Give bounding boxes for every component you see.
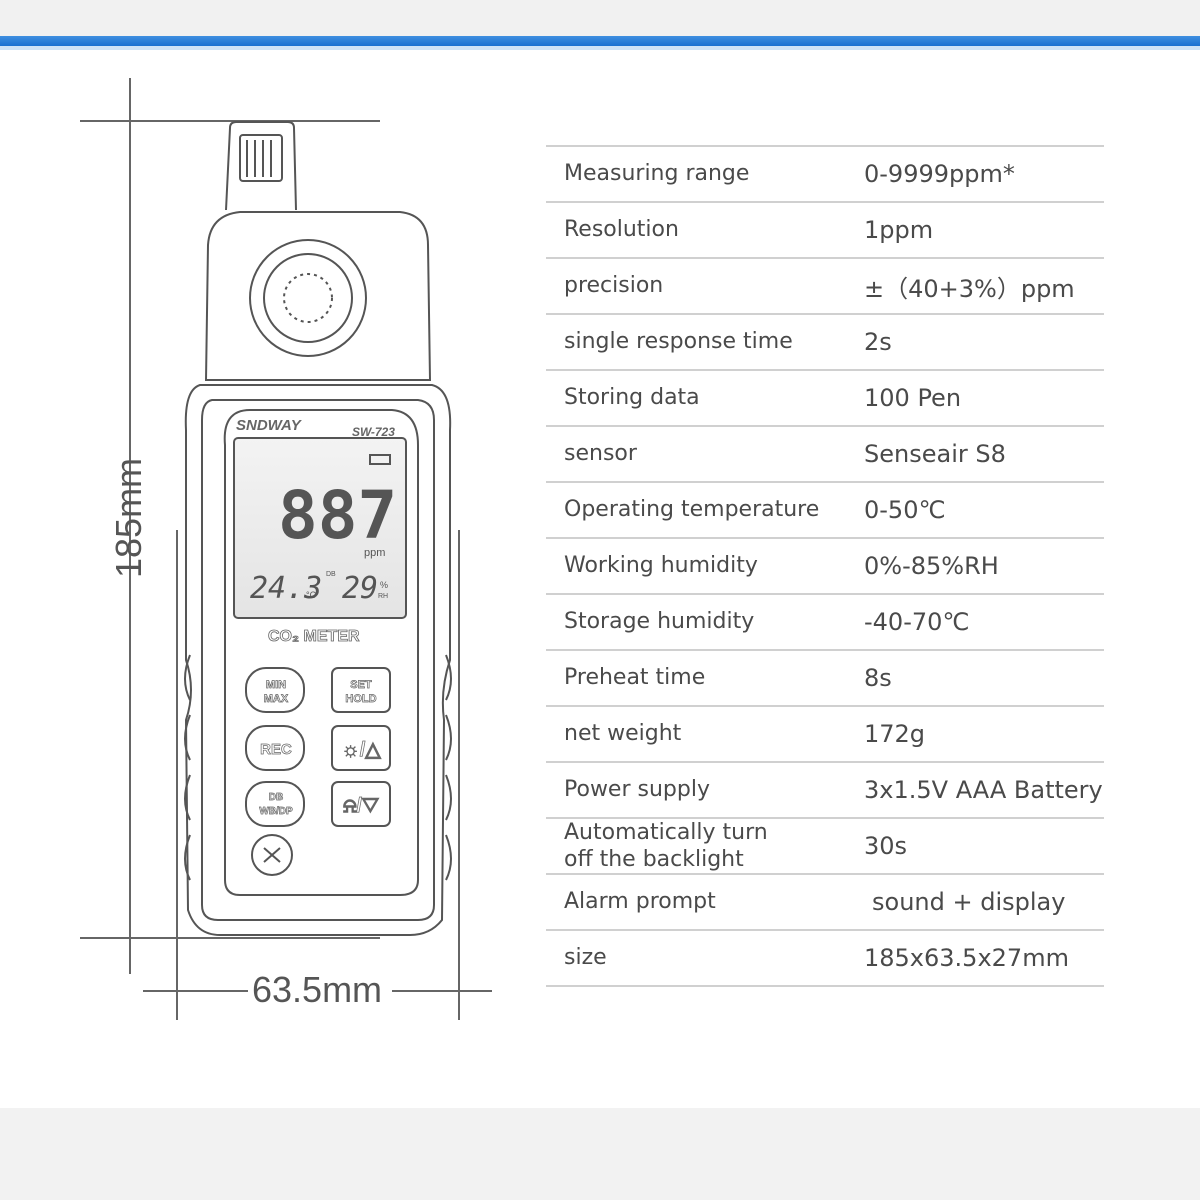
spec-value: sound + display <box>872 888 1066 916</box>
wbdp-button-label: WB/DP <box>259 806 293 817</box>
max-button-label: MAX <box>264 693 289 705</box>
rec-button-label: REC <box>260 741 292 758</box>
spec-row: Preheat time 8s <box>546 651 1104 707</box>
db-button-label: DB <box>269 792 283 803</box>
top-band <box>0 0 1200 36</box>
spec-row: Measuring range 0-9999ppm* <box>546 147 1104 203</box>
spec-label: Alarm prompt <box>564 889 716 914</box>
model-number: SW-723 <box>352 425 395 439</box>
spec-row: net weight 172g <box>546 707 1104 763</box>
spec-row: Resolution 1ppm <box>546 203 1104 259</box>
min-max-button-outline <box>245 667 305 713</box>
lcd-db-label: DB <box>326 571 336 578</box>
spec-row: Automatically turn off the backlight 30s <box>546 819 1104 875</box>
spec-label: Working humidity <box>564 553 758 578</box>
min-button-label: MIN <box>266 679 286 691</box>
spec-value: 0-50℃ <box>864 496 946 524</box>
spec-value: 2s <box>864 328 892 356</box>
device-body <box>184 384 452 936</box>
spec-label: net weight <box>564 721 682 746</box>
left-grip <box>184 654 191 881</box>
spec-label: Operating temperature <box>564 497 820 522</box>
lcd-screen <box>233 437 407 619</box>
spec-label: size <box>564 945 607 970</box>
spec-label: single response time <box>564 329 793 354</box>
set-button-label: SET <box>350 679 372 691</box>
alarm-down-button-label: ⍾/▽ <box>343 795 379 817</box>
left-width-extension <box>176 530 178 1020</box>
front-panel <box>223 409 419 896</box>
spec-value: 8s <box>864 664 892 692</box>
lcd-temperature: 24.3 <box>250 571 322 606</box>
spec-row: single response time 2s <box>546 315 1104 371</box>
device-head <box>204 211 432 381</box>
spec-value: Senseair S8 <box>864 440 1006 468</box>
spec-row: sensor Senseair S8 <box>546 427 1104 483</box>
spec-value: 172g <box>864 720 926 748</box>
spec-value: 30s <box>864 832 908 860</box>
light-up-button-label: ☼/△ <box>341 739 381 761</box>
bottom-extension-line <box>80 937 380 939</box>
spec-value: 100 Pen <box>864 384 962 412</box>
spec-row: size 185x63.5x27mm <box>546 931 1104 987</box>
lcd-main-reading: 887 <box>278 477 397 554</box>
spec-value: 0-9999ppm* <box>864 160 1015 188</box>
spec-row: precision ±（40+3%）ppm <box>546 259 1104 315</box>
spec-label: precision <box>564 273 664 298</box>
co2-meter-label: CO₂ METER <box>268 628 360 645</box>
horizontal-dimension-line-right <box>392 990 492 992</box>
spec-label: Measuring range <box>564 161 750 186</box>
right-width-extension <box>458 530 460 1020</box>
spec-label: Storage humidity <box>564 609 755 634</box>
lcd-hum-unit-top: % <box>380 580 388 590</box>
top-extension-line <box>80 120 380 122</box>
spec-row: Alarm prompt sound + display <box>546 875 1104 931</box>
alarm-down-button-outline <box>331 781 391 827</box>
horizontal-dimension-line-left <box>143 990 248 992</box>
battery-icon <box>369 454 391 465</box>
lcd-temp-unit: °C <box>306 590 317 600</box>
spec-table: Measuring range 0-9999ppm* Resolution 1p… <box>546 145 1104 987</box>
spec-value: ±（40+3%）ppm <box>864 274 1075 303</box>
spec-label: sensor <box>564 441 637 466</box>
spec-label: Preheat time <box>564 665 706 690</box>
brand-logo: SNDWAY <box>236 417 303 434</box>
spec-label: Storing data <box>564 385 700 410</box>
rec-button-outline <box>245 725 305 771</box>
spec-label: Resolution <box>564 217 679 242</box>
light-up-button-outline <box>331 725 391 771</box>
vertical-dimension-line <box>129 78 131 974</box>
spec-value: 185x63.5x27mm <box>864 944 1069 972</box>
hold-button-label: HOLD <box>345 693 376 705</box>
top-stripe <box>0 36 1200 46</box>
bottom-band <box>0 1108 1200 1200</box>
spec-value: 1ppm <box>864 216 934 244</box>
lcd-hum-unit-bottom: RH <box>378 593 388 600</box>
lcd-unit-ppm: ppm <box>364 547 385 559</box>
probe-vent-icon <box>239 134 283 182</box>
sensor-grille-icon <box>249 239 367 357</box>
right-grip <box>445 654 452 881</box>
spec-value: 0%-85%RH <box>864 552 999 580</box>
spec-row: Working humidity 0%-85%RH <box>546 539 1104 595</box>
top-stripe-light <box>0 46 1200 50</box>
spec-row: Storing data 100 Pen <box>546 371 1104 427</box>
spec-row: Operating temperature 0-50℃ <box>546 483 1104 539</box>
spec-label: Automatically turn off the backlight <box>564 820 768 872</box>
spec-row: Storage humidity -40-70℃ <box>546 595 1104 651</box>
width-dimension-label: 63.5mm <box>252 969 383 1010</box>
set-hold-button-outline <box>331 667 391 713</box>
spec-row: Power supply 3x1.5V AAA Battery <box>546 763 1104 819</box>
spec-value: 3x1.5V AAA Battery <box>864 776 1103 804</box>
db-button-outline <box>245 781 305 827</box>
power-button-icon <box>251 834 293 876</box>
sensor-probe <box>225 121 297 211</box>
lcd-humidity: 29 <box>342 571 378 606</box>
spec-label: Power supply <box>564 777 710 802</box>
spec-value: -40-70℃ <box>864 608 970 636</box>
